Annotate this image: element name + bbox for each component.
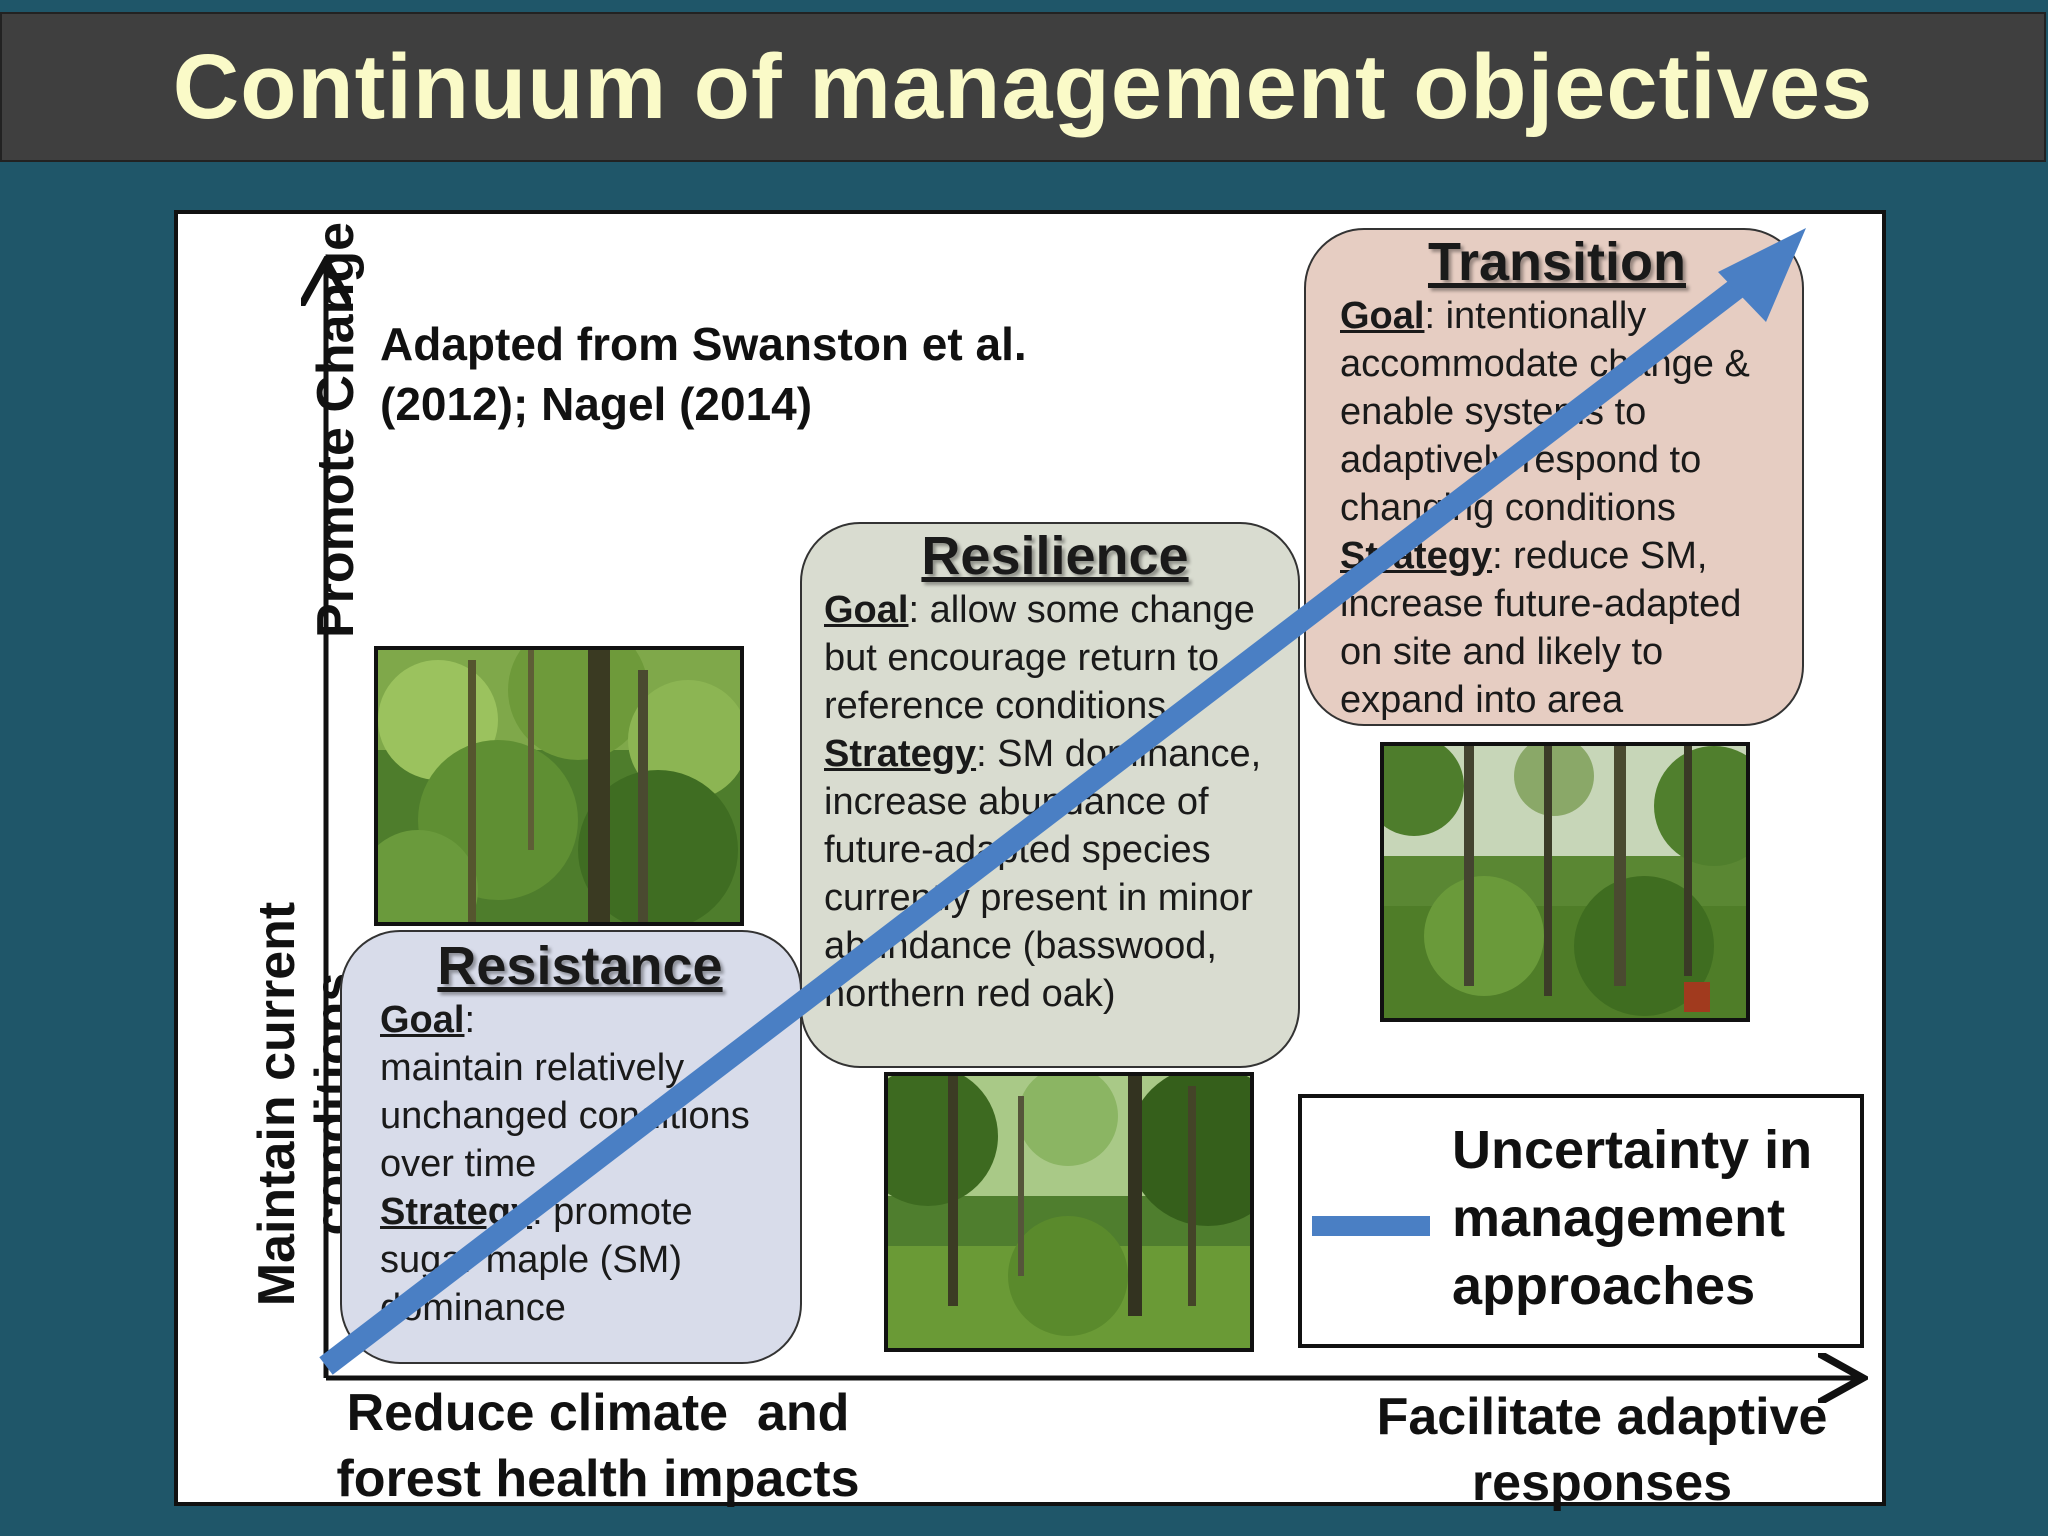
legend-box: Uncertainty in management approaches — [1298, 1094, 1864, 1348]
transition-box: Transition Goal: intentionally accommoda… — [1304, 228, 1804, 726]
resistance-goal-key: Goal — [380, 999, 465, 1041]
x-axis-right-label-line2: responses — [1471, 1454, 1733, 1512]
transition-strategy: Strategy: reduce SM, increase future-ada… — [1340, 532, 1774, 724]
legend-text: Uncertainty in management approaches — [1452, 1116, 1812, 1320]
resilience-strategy: Strategy: SM dominance, increase abundan… — [824, 730, 1286, 1018]
title-bar: Continuum of management objectives — [0, 12, 2046, 162]
transition-goal-key: Goal — [1340, 295, 1425, 337]
transition-goal: Goal: intentionally accommodate change &… — [1340, 292, 1774, 532]
x-axis-left-label-line1: Reduce climate and — [346, 1384, 850, 1442]
resistance-goal-colon: : — [464, 999, 476, 1041]
transition-heading: Transition — [1427, 232, 1687, 292]
resilience-box: Resilience Goal: allow some change but e… — [800, 522, 1300, 1068]
resilience-strategy-text: : SM dominance, increase abundance of fu… — [824, 733, 1262, 1015]
resistance-strategy-key: Strategy — [380, 1191, 533, 1233]
citation-line1: Adapted from Swanston et al. — [380, 318, 1027, 370]
y-axis-top-label: Promote Change — [307, 221, 365, 639]
diagram-panel: Promote Change Maintain current conditio… — [174, 210, 1886, 1512]
resilience-strategy-key: Strategy — [824, 733, 977, 775]
citation-line2: (2012); Nagel (2014) — [380, 378, 813, 430]
resilience-goal-key: Goal — [824, 589, 909, 631]
legend-line1: Uncertainty in — [1452, 1120, 1813, 1180]
forest-photo-transition — [1380, 742, 1750, 1022]
forest-photo-resilience — [884, 1072, 1254, 1352]
resilience-heading: Resilience — [921, 526, 1189, 586]
slide-title: Continuum of management objectives — [172, 35, 1874, 138]
citation: Adapted from Swanston et al. (2012); Nag… — [380, 314, 1027, 434]
transition-strategy-key: Strategy — [1340, 535, 1493, 577]
forest-photo-resistance — [374, 646, 744, 926]
resistance-heading: Resistance — [437, 936, 723, 996]
x-axis-right-label-line1: Facilitate adaptive — [1376, 1388, 1828, 1446]
y-axis-bottom-label-line1: Maintain current — [248, 901, 306, 1307]
x-axis-left-label: Reduce climate and forest health impacts — [308, 1380, 888, 1512]
resistance-box: Resistance Goal: maintain relatively unc… — [340, 930, 802, 1364]
legend-line3: approaches — [1452, 1256, 1756, 1316]
legend-line-swatch — [1312, 1216, 1430, 1236]
x-axis-right-label: Facilitate adaptive responses — [1352, 1384, 1852, 1516]
resistance-goal: Goal: — [380, 996, 780, 1044]
resistance-goal-text: maintain relatively unchanged conditions… — [380, 1047, 750, 1185]
resilience-goal: Goal: allow some change but encourage re… — [824, 586, 1286, 730]
x-axis-left-label-line2: forest health impacts — [336, 1450, 860, 1508]
legend-line2: management — [1452, 1188, 1786, 1248]
resistance-strategy: Strategy: promote sugar maple (SM) domin… — [380, 1188, 780, 1332]
